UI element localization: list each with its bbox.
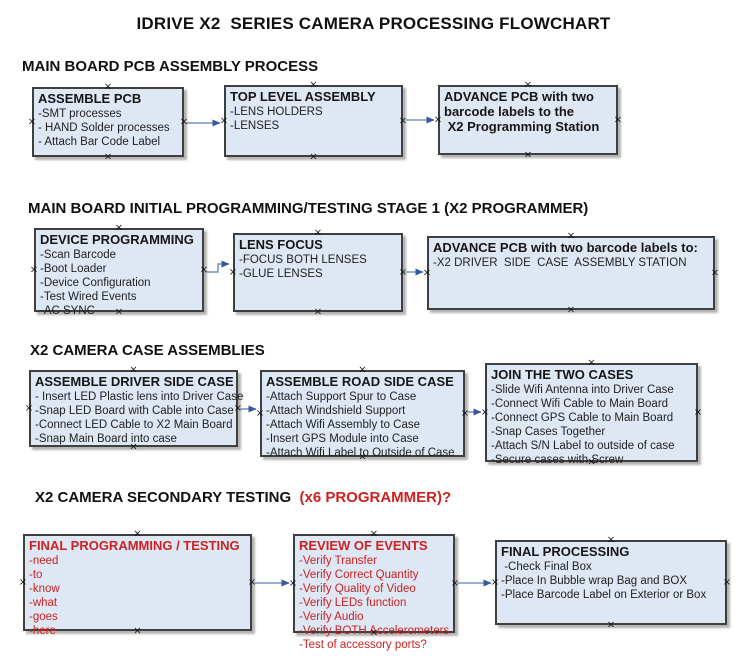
box-line: -Connect Wifi Cable to Main Board <box>491 398 669 410</box>
flow-box-top-level-assembly: TOP LEVEL ASSEMBLY -LENS HOLDERS -LENSES <box>224 85 403 157</box>
section-heading-secondary-testing: X2 CAMERA SECONDARY TESTING (x6 PROGRAMM… <box>35 489 451 506</box>
box-line: -X2 DRIVER SIDE CASE ASSEMBLY STATION <box>433 257 687 269</box>
box-title: JOIN THE TWO CASES <box>491 367 634 382</box>
box-line: -Snap Main Board into case <box>35 433 177 445</box>
box-title: ASSEMBLE PCB <box>38 91 142 106</box>
box-line: -Attach S/N Label to outside of case <box>491 440 675 452</box>
box-line: -know <box>29 583 60 595</box>
box-line: -need <box>29 555 59 567</box>
section-heading-pcb-assembly: MAIN BOARD PCB ASSEMBLY PROCESS <box>22 58 319 75</box>
box-title: ASSEMBLE DRIVER SIDE CASE <box>35 374 234 389</box>
box-line: -Place In Bubble wrap Bag and BOX <box>501 575 688 587</box>
flow-box-assemble-driver-side-case: ASSEMBLE DRIVER SIDE CASE - Insert LED P… <box>29 370 244 447</box>
box-line: - Attach Bar Code Label <box>38 136 161 148</box>
box-line: -Verify Audio <box>299 611 364 623</box>
box-line: -Verify BOTH Accelerometers <box>299 625 450 637</box>
box-line: -Scan Barcode <box>40 249 117 261</box>
box-line: -Place Barcode Label on Exterior or Box <box>501 589 707 601</box>
flow-box-review-of-events: REVIEW OF EVENTS -Verify Transfer -Verif… <box>293 534 455 651</box>
flow-box-join-the-two-cases: JOIN THE TWO CASES -Slide Wifi Antenna i… <box>485 363 698 466</box>
box-line: -Verify Transfer <box>299 555 377 567</box>
flow-box-lens-focus: LENS FOCUS -FOCUS BOTH LENSES -GLUE LENS… <box>233 233 403 312</box>
box-line: -Snap Cases Together <box>491 426 606 438</box>
flow-box-advance-pcb-driver-side-station: ADVANCE PCB with two barcode labels to: … <box>427 236 715 310</box>
box-line: -Insert GPS Module into Case <box>266 433 419 445</box>
box-line: -Slide Wifi Antenna into Driver Case <box>491 384 674 396</box>
box-line: -LENSES <box>230 120 280 132</box>
box-line: barcode labels to the <box>444 104 575 119</box>
box-line: -SMT processes <box>38 108 122 120</box>
box-line: -what <box>29 597 58 609</box>
box-line: -Connect GPS Cable to Main Board <box>491 412 674 424</box>
box-line: - Insert LED Plastic lens into Driver Ca… <box>35 391 244 403</box>
box-line: -Test of accessory ports? <box>299 639 427 651</box>
box-line: X2 Programming Station <box>444 119 600 134</box>
section-heading-black-text: X2 CAMERA SECONDARY TESTING <box>35 489 292 506</box>
section-heading-initial-programming: MAIN BOARD INITIAL PROGRAMMING/TESTING S… <box>28 200 589 217</box>
box-line: -GLUE LENSES <box>239 268 323 280</box>
box-line: -Attach Wifi Assembly to Case <box>266 419 421 431</box>
box-line: - HAND Solder processes <box>38 122 170 134</box>
flow-box-final-processing: FINAL PROCESSING -Check Final Box -Place… <box>495 540 727 625</box>
flow-box-assemble-pcb: ASSEMBLE PCB -SMT processes - HAND Solde… <box>32 87 184 157</box>
box-line: -Boot Loader <box>40 263 107 275</box>
box-title: DEVICE PROGRAMMING <box>40 232 194 247</box>
box-line: -Secure cases with Screw <box>491 454 624 466</box>
box-line: -Connect LED Cable to X2 Main Board <box>35 419 233 431</box>
box-line: -Snap LED Board with Cable into Case <box>35 405 234 417</box>
box-title: TOP LEVEL ASSEMBLY <box>230 89 376 104</box>
connector-arrow <box>205 260 230 273</box>
section-heading-red-text: (x6 PROGRAMMER)? <box>291 489 452 506</box>
box-line: -AC SYNC <box>40 305 95 317</box>
flow-box-final-programming-testing: FINAL PROGRAMMING / TESTING -need -to -k… <box>23 534 252 637</box>
box-line: -Verify Quality of Video <box>299 583 416 595</box>
box-line: -Verify LEDs function <box>299 597 407 609</box>
box-line: -Verify Correct Quantity <box>299 569 419 581</box>
box-line: -here <box>29 625 56 637</box>
box-line: -Device Configuration <box>40 277 151 289</box>
box-line: -Attach Wifi Label to Outside of Case <box>266 447 455 459</box>
box-title: ADVANCE PCB with two barcode labels to: <box>433 240 698 255</box>
box-line: -FOCUS BOTH LENSES <box>239 254 367 266</box>
box-line: -Check Final Box <box>501 561 592 573</box>
box-title: LENS FOCUS <box>239 237 323 252</box>
page-title: IDRIVE X2 SERIES CAMERA PROCESSING FLOWC… <box>136 14 611 33</box>
box-line: -LENS HOLDERS <box>230 106 323 118</box>
box-title: FINAL PROCESSING <box>501 544 630 559</box>
section-heading-case-assemblies: X2 CAMERA CASE ASSEMBLIES <box>30 342 265 359</box>
box-line: ADVANCE PCB with two <box>444 89 594 104</box>
box-line: -goes <box>29 611 58 623</box>
box-title: ASSEMBLE ROAD SIDE CASE <box>266 374 454 389</box>
flow-box-device-programming: DEVICE PROGRAMMING -Scan Barcode -Boot L… <box>34 228 204 317</box>
box-line: -Attach Windshield Support <box>266 405 406 417</box>
box-line: -Test Wired Events <box>40 291 137 303</box>
box-line: -to <box>29 569 43 581</box>
box-title: REVIEW OF EVENTS <box>299 538 428 553</box>
box-line: -Attach Support Spur to Case <box>266 391 417 403</box>
box-title: FINAL PROGRAMMING / TESTING <box>29 538 240 553</box>
flow-box-advance-pcb-programming-station: ADVANCE PCB with two barcode labels to t… <box>438 85 618 155</box>
flow-box-assemble-road-side-case: ASSEMBLE ROAD SIDE CASE -Attach Support … <box>260 370 465 459</box>
